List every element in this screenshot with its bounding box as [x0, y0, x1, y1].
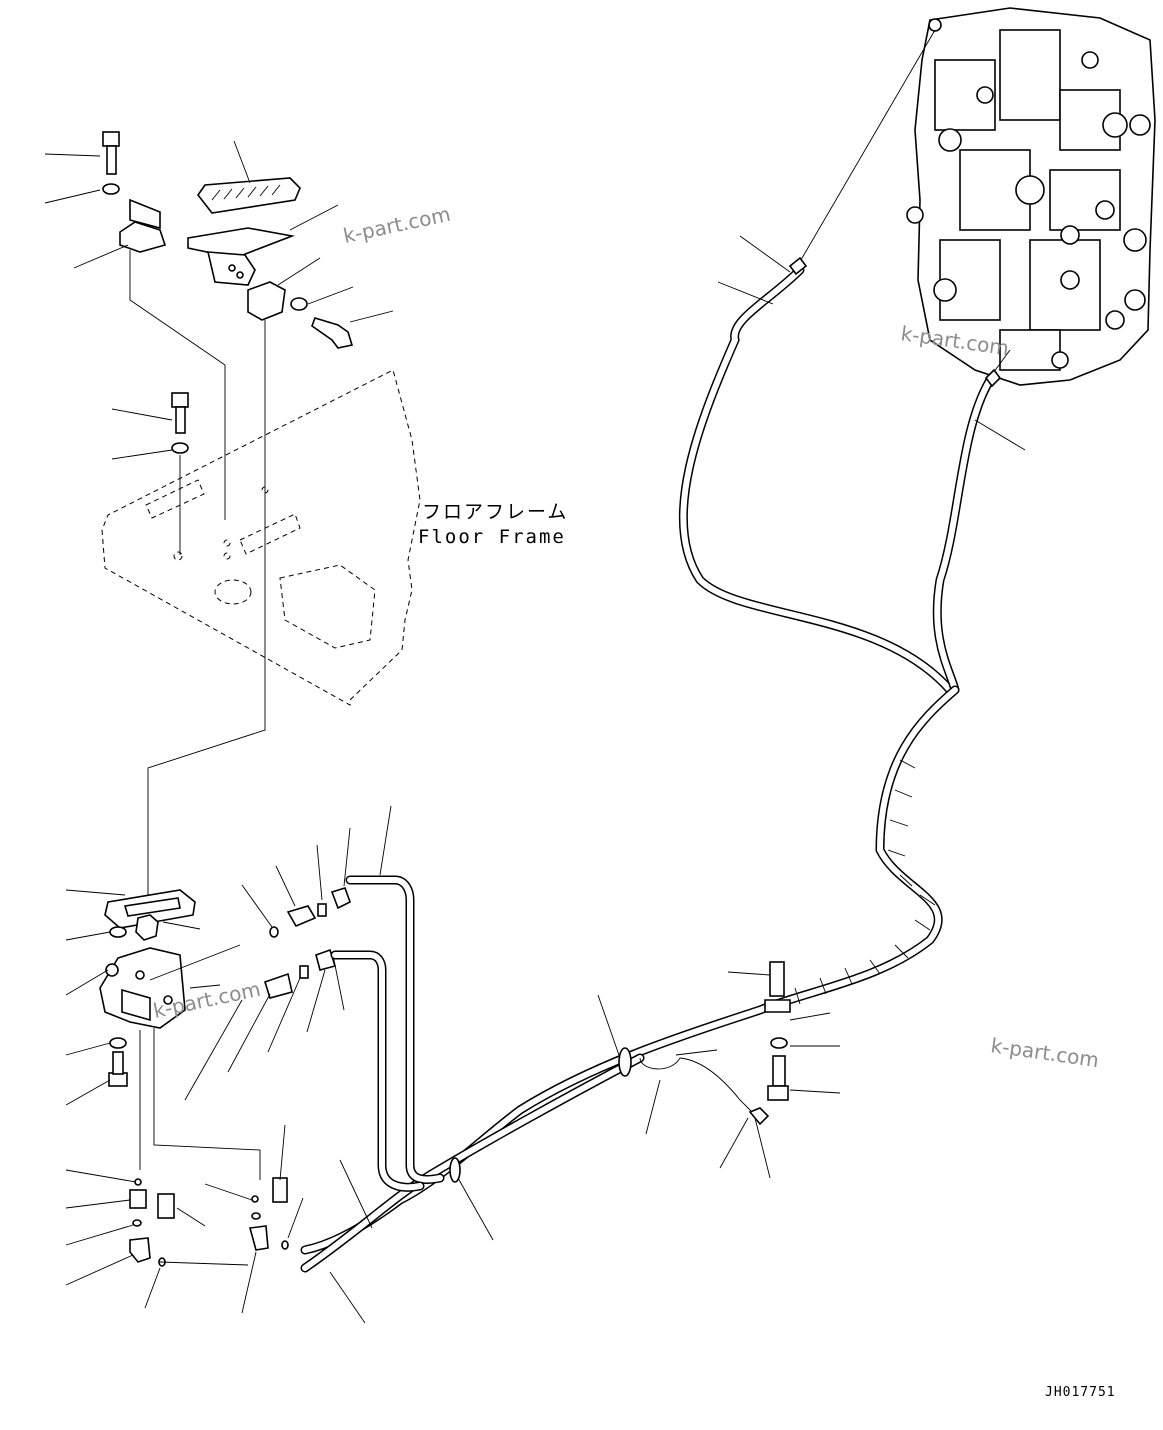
fittings-mid — [184, 805, 392, 1101]
floor-frame-label-jp: フロアフレーム — [422, 501, 568, 523]
fittings-bottom — [65, 1124, 304, 1314]
watermark-3: k-part.com — [989, 1033, 1100, 1072]
pedal-valve-assembly — [65, 889, 261, 1180]
watermark-1: k-part.com — [341, 202, 453, 248]
floor-frame-label-en: Floor Frame — [418, 526, 566, 548]
floor-frame-label: フロアフレーム Floor Frame — [418, 501, 568, 548]
control-valve — [906, 7, 1156, 386]
hose-protector-bands — [794, 759, 936, 1005]
floor-frame — [101, 369, 421, 706]
clamp-assembly — [329, 961, 841, 1324]
leader-lines-pedal — [44, 140, 394, 895]
drawing-code: JH017751 — [1045, 1385, 1116, 1400]
floor-bolt — [111, 392, 189, 555]
hose-routing — [300, 265, 995, 1273]
pedal-assembly — [102, 131, 354, 349]
leader-lines-valve — [717, 29, 1026, 451]
watermarks: k-part.com k-part.com k-part.com k-part.… — [151, 202, 1100, 1072]
